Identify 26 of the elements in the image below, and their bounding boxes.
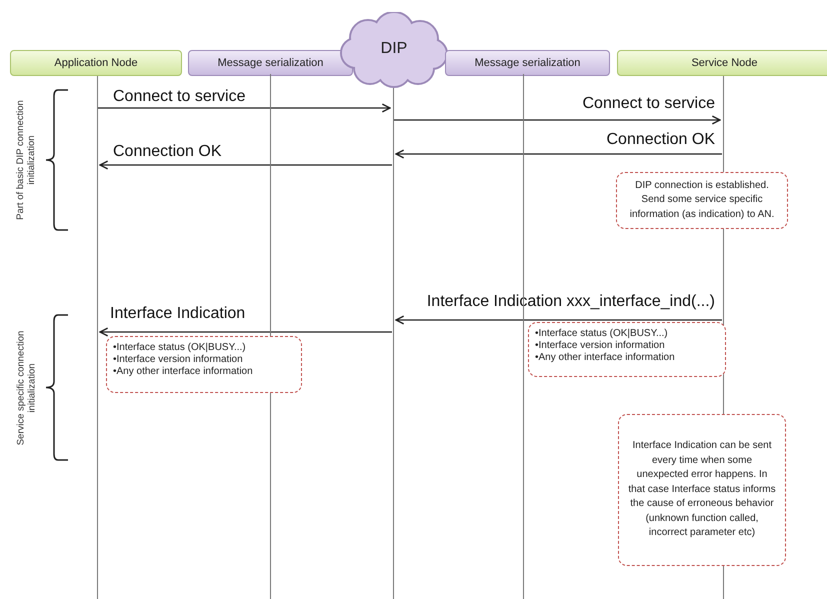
bullet-item: •Any other interface information	[535, 352, 676, 363]
message-label: Connection OK	[113, 143, 222, 161]
message-arrow	[99, 327, 392, 337]
message-label: Connect to service	[582, 95, 715, 113]
bullet-item: •Interface version information	[535, 340, 666, 351]
lifeline-header: Message serialization	[188, 50, 353, 76]
note-box	[106, 336, 302, 393]
note-box	[528, 322, 726, 377]
bullet-item: •Interface status (OK|BUSY...)	[535, 328, 669, 339]
message-arrow	[99, 160, 392, 170]
bracket-label: Part of basic DIP connection initialization	[15, 99, 38, 222]
cloud-label: DIP	[380, 40, 408, 58]
bullet-item: •Any other interface information	[113, 366, 254, 377]
bullet-item: •Interface version information	[113, 354, 244, 365]
bracket-label: Service specific connection initialization	[15, 329, 38, 447]
message-arrow	[395, 315, 722, 325]
lifeline-header: Service Node	[617, 50, 827, 76]
message-arrow	[394, 115, 721, 125]
message-label: Connection OK	[606, 131, 715, 149]
lifeline-header: Message serialization	[445, 50, 610, 76]
bullet-item: •Interface status (OK|BUSY...)	[113, 342, 247, 353]
message-arrow	[395, 149, 722, 159]
message-label: Interface Indication	[110, 305, 246, 323]
message-arrow	[98, 103, 391, 113]
lifeline-header: Application Node	[10, 50, 182, 76]
message-label: Connect to service	[113, 88, 246, 106]
